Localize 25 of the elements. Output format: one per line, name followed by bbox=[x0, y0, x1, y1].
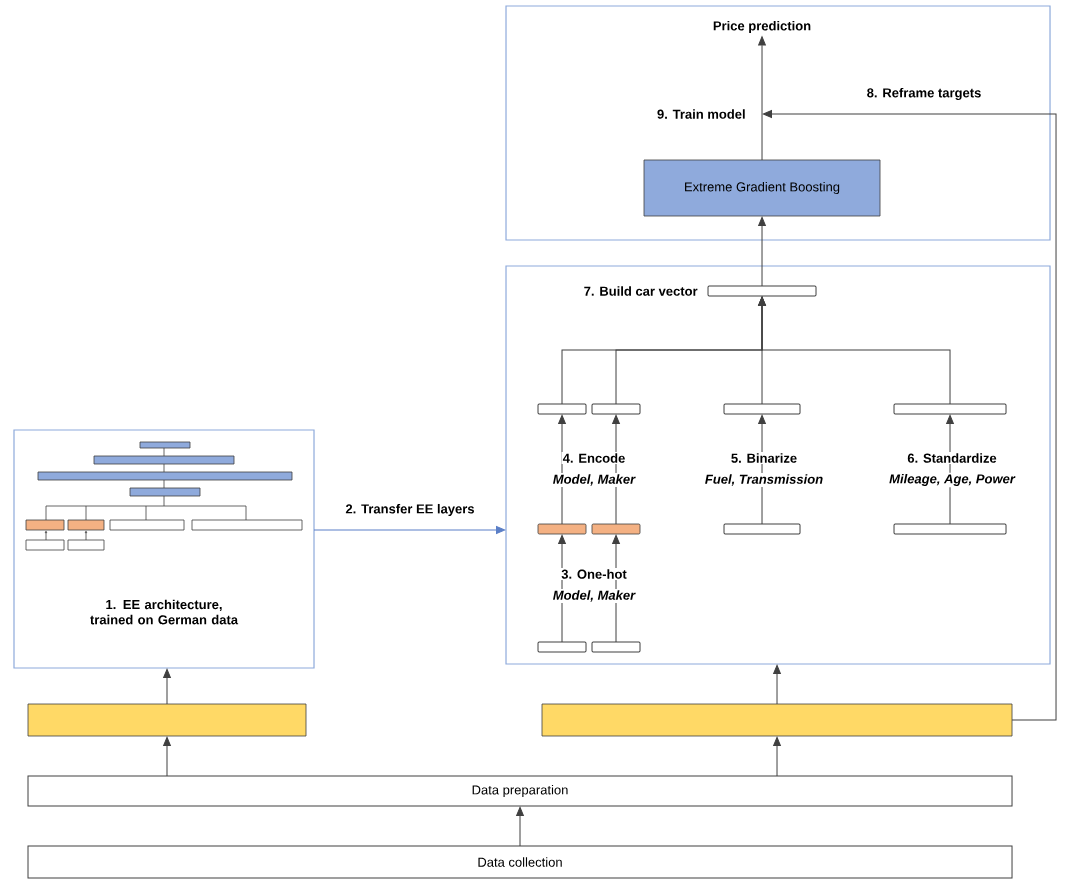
dataset-box bbox=[541, 703, 1013, 737]
arrow bbox=[762, 110, 1057, 721]
vector-bar bbox=[707, 285, 817, 297]
arrow bbox=[163, 736, 171, 777]
vector-bar bbox=[893, 523, 1007, 535]
vector-bar bbox=[591, 403, 641, 415]
arrow bbox=[558, 414, 566, 525]
vector-bar bbox=[893, 403, 1007, 415]
arrow bbox=[758, 216, 766, 287]
arrow bbox=[516, 806, 524, 847]
vector-bar bbox=[723, 403, 801, 415]
arrow bbox=[163, 668, 171, 705]
arrow bbox=[758, 36, 766, 161]
vector-bar bbox=[723, 523, 801, 535]
arrow bbox=[758, 296, 951, 405]
vector-bar bbox=[537, 403, 587, 415]
arrow bbox=[313, 526, 506, 534]
embedding-bar bbox=[537, 523, 587, 535]
dataset-box bbox=[27, 703, 307, 737]
panel-frame bbox=[505, 265, 1051, 665]
embedding-bar bbox=[591, 523, 641, 535]
vector-bar bbox=[537, 641, 587, 653]
arrow bbox=[773, 664, 781, 705]
vector-bar bbox=[591, 641, 641, 653]
arrow bbox=[773, 736, 781, 777]
